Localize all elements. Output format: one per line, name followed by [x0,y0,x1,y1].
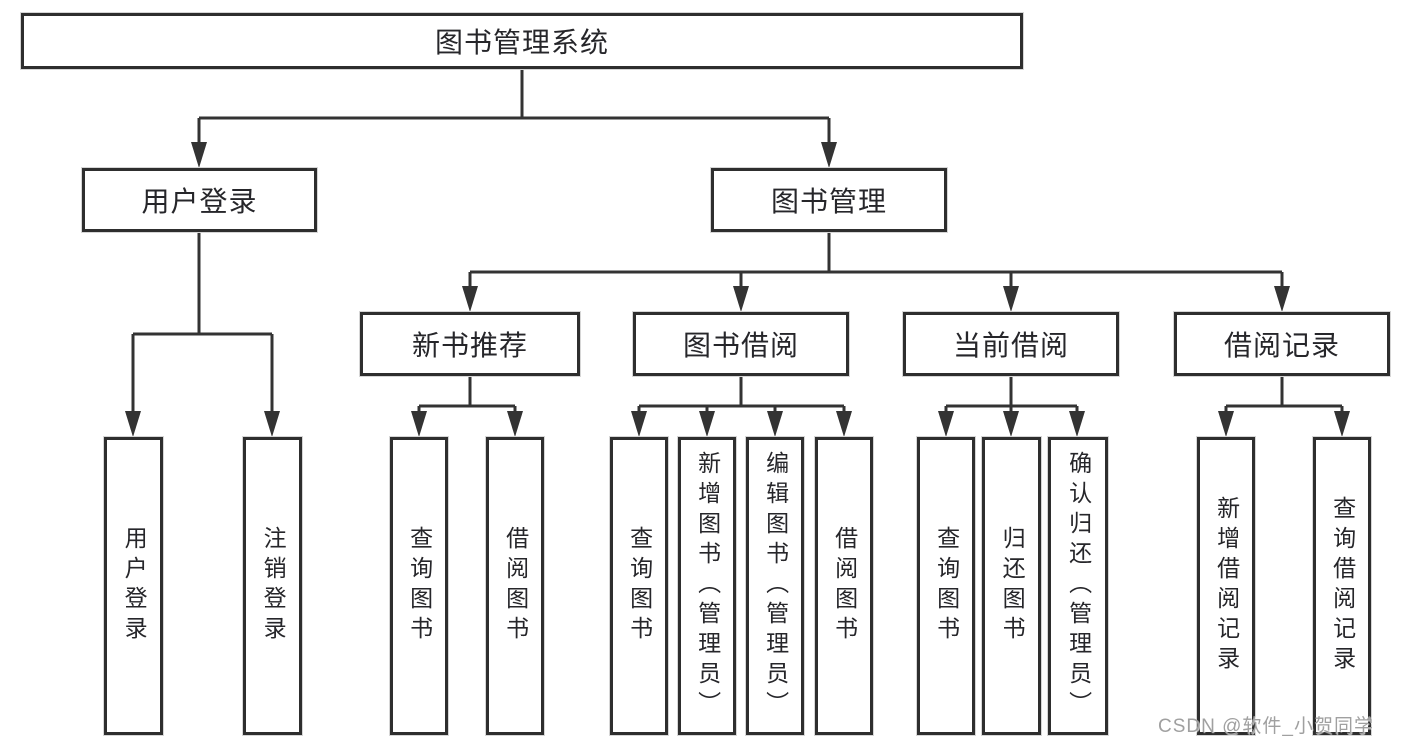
node-label: 新增借阅记录 [1213,496,1240,676]
leaf-add-book-admin: 新增图书（管理员） [678,437,736,735]
node-label: 图书管理系统 [434,27,609,58]
leaf-borrow-books: 借阅图书 [815,437,873,735]
node-current-borrowing: 当前借阅 [903,312,1119,376]
node-label: 查询图书 [626,526,653,646]
leaf-query-books-borrowing: 查询图书 [610,437,668,735]
leaf-query-books-recommend: 查询图书 [390,437,448,735]
node-label: 查询借阅记录 [1329,496,1356,676]
node-label: 图书管理 [770,186,887,217]
node-borrowing-records: 借阅记录 [1174,312,1390,376]
node-label: 新增图书（管理员） [694,451,721,721]
leaf-add-borrow-record: 新增借阅记录 [1197,437,1255,735]
leaf-confirm-return-admin: 确认归还（管理员） [1048,437,1108,735]
node-new-book-recommendation: 新书推荐 [360,312,580,376]
node-label: 当前借阅 [952,330,1069,361]
node-book-management: 图书管理 [711,168,947,232]
node-label: 借阅图书 [831,526,858,646]
leaf-edit-book-admin: 编辑图书（管理员） [746,437,804,735]
leaf-query-borrow-record: 查询借阅记录 [1313,437,1371,735]
node-book-borrowing: 图书借阅 [633,312,849,376]
arrowheads [125,142,1350,437]
leaf-user-login: 用户登录 [104,437,163,735]
leaf-return-book: 归还图书 [982,437,1041,735]
node-label: 注销登录 [260,526,287,646]
node-label: 确认归还（管理员） [1065,451,1092,721]
node-label: 查询图书 [933,526,960,646]
csdn-watermark: CSDN @软件_小贺同学 [1158,716,1374,737]
node-user-login: 用户登录 [82,168,317,232]
node-label: 图书借阅 [682,330,799,361]
node-label: 新书推荐 [411,330,528,361]
node-label: 归还图书 [999,526,1026,646]
node-label: 查询图书 [406,526,433,646]
leaf-logout: 注销登录 [243,437,302,735]
leaf-query-books-current: 查询图书 [917,437,975,735]
node-label: 借阅记录 [1223,330,1340,361]
node-label: 用户登录 [141,186,258,217]
tree-edges [131,69,1344,413]
node-label: 用户登录 [121,526,148,646]
node-label: 借阅图书 [502,526,529,646]
node-label: 编辑图书（管理员） [762,451,789,721]
node-library-management-system: 图书管理系统 [21,13,1023,69]
leaf-borrow-books-recommend: 借阅图书 [486,437,544,735]
